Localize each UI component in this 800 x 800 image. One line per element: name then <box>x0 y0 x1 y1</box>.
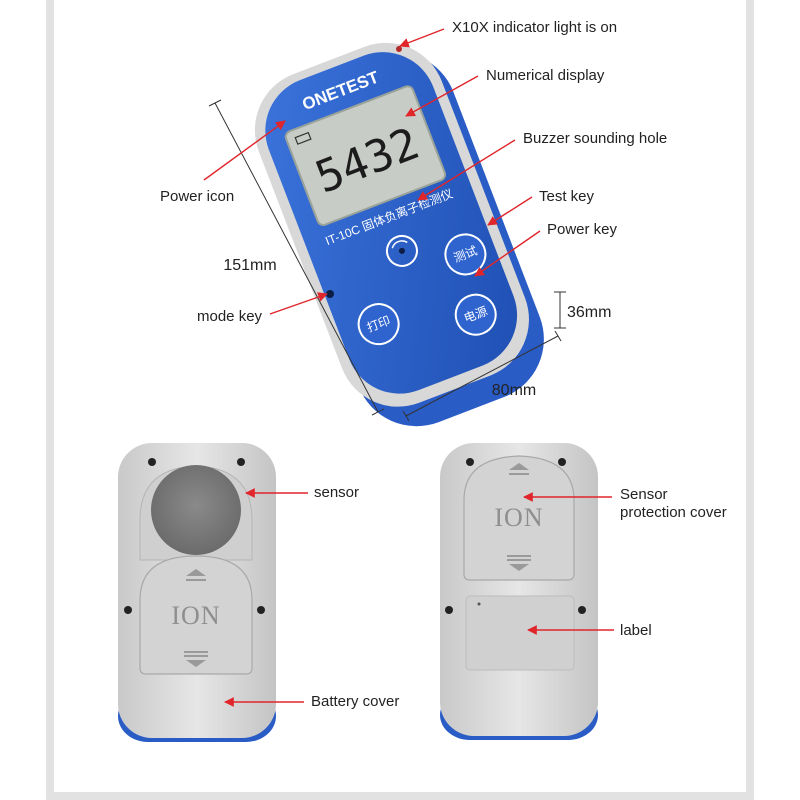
callout-arrow <box>269 292 328 315</box>
dim-line-length <box>214 102 379 413</box>
callout-test-key: Test key <box>539 188 595 205</box>
callout-sensor-cover-line2: protection cover <box>620 504 727 521</box>
dim-tick <box>402 410 410 422</box>
callout-power-icon: Power icon <box>160 188 234 205</box>
callout-power-key: Power key <box>547 221 618 238</box>
callout-sensor-cover-line1: Sensor <box>620 486 668 503</box>
ion-mark: ION <box>171 601 220 630</box>
dim-tick <box>371 408 385 416</box>
buzzer-wave-icon <box>391 240 408 249</box>
callout-arrow <box>474 230 541 277</box>
sensor <box>151 465 241 555</box>
sensor-protection-cover[interactable] <box>463 455 575 581</box>
callout-arrow <box>417 139 516 201</box>
chevron-up-icon <box>186 569 206 576</box>
chevron-down-icon <box>509 564 529 571</box>
dim-line-width <box>405 335 559 417</box>
callout-numerical-display: Numerical display <box>486 67 605 84</box>
sensor-protection-cover-open[interactable] <box>139 555 253 675</box>
indicator-light <box>396 46 402 52</box>
lcd-display <box>284 85 447 226</box>
dim-thickness-label: 36mm <box>567 304 611 321</box>
frame-bottom <box>46 792 754 800</box>
callout-indicator-light: X10X indicator light is on <box>452 19 617 36</box>
power-battery-icon <box>294 131 312 145</box>
callout-sensor: sensor <box>314 484 359 501</box>
buzzer-hole <box>385 234 418 267</box>
chevron-up-icon <box>509 463 529 470</box>
dim-tick <box>554 330 562 342</box>
label-area <box>465 595 575 671</box>
callout-battery-cover: Battery cover <box>311 693 399 710</box>
dim-width-label: 80mm <box>492 382 536 399</box>
callout-buzzer-hole: Buzzer sounding hole <box>523 130 667 147</box>
back-device-open: ION <box>118 443 276 742</box>
dim-tick <box>208 99 222 107</box>
screw <box>257 606 265 614</box>
frame-left <box>46 0 54 800</box>
dim-length-label: 151mm <box>223 257 276 274</box>
ion-mark: ION <box>494 503 543 532</box>
callout-arrow <box>203 120 286 181</box>
callout-arrow <box>405 75 479 117</box>
chevron-down-icon <box>186 660 206 667</box>
screw <box>466 458 474 466</box>
screw <box>237 458 245 466</box>
screw <box>148 458 156 466</box>
side-mode-key <box>326 290 334 298</box>
buzzer-center-dot <box>398 247 405 254</box>
callout-arrow <box>399 28 445 48</box>
screw <box>558 458 566 466</box>
back-device-closed: ION <box>440 443 598 740</box>
callout-label: label <box>620 622 652 639</box>
print-key[interactable] <box>353 298 405 350</box>
screw <box>578 606 586 614</box>
callout-arrow <box>487 196 533 226</box>
screw <box>124 606 132 614</box>
frame-right <box>746 0 754 800</box>
screw <box>445 606 453 614</box>
label-dot <box>477 602 481 606</box>
test-key[interactable] <box>440 229 492 281</box>
callout-mode-key: mode key <box>197 308 263 325</box>
power-key[interactable] <box>450 289 502 341</box>
front-device: ONETEST 5432 IT-10C 固体负离子检测仪 测试 打印 电源 <box>254 42 544 427</box>
